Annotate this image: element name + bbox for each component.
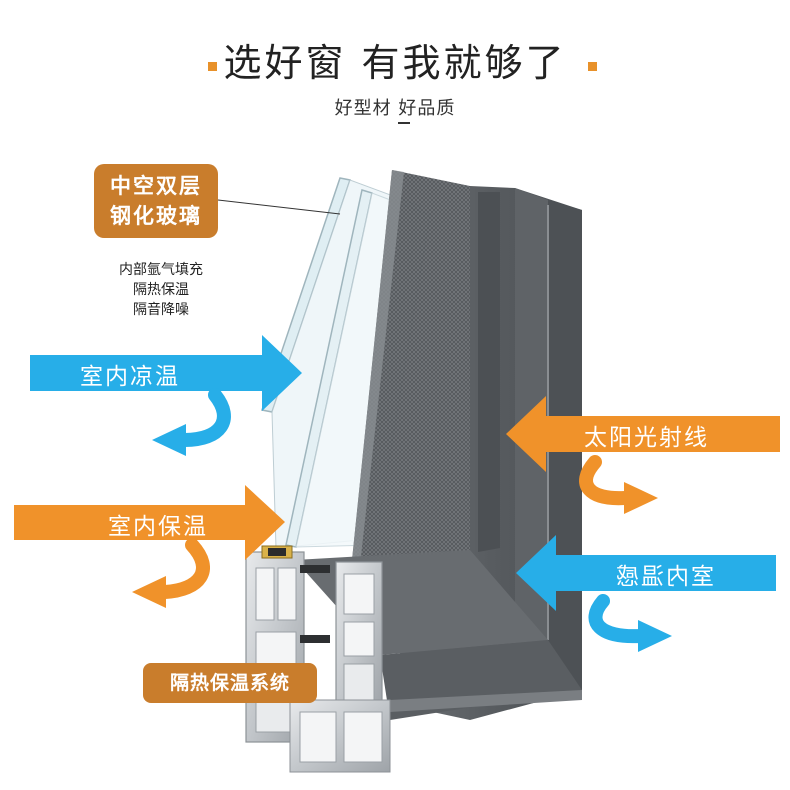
indoor-warm-arrow — [14, 485, 285, 608]
indoor-room-arrow — [516, 535, 776, 652]
indoor-room-label-wrap: 室内温感 — [614, 557, 714, 591]
sun-rays-arrow — [506, 396, 780, 514]
profile-cross-section — [245, 545, 391, 773]
indoor-room-label: 室内温感 — [614, 564, 714, 590]
title-dot-right — [588, 62, 597, 71]
glass-feature-item: 隔音降噪 — [133, 302, 189, 318]
thermal-system-badge: 隔热保温系统 — [143, 663, 317, 703]
page-title: 选好窗 有我就够了 — [223, 41, 567, 85]
sun-rays-label: 太阳光射线 — [584, 425, 709, 451]
indoor-warm-label: 室内保温 — [108, 514, 208, 540]
page-subtitle: 好型材 好品质 — [334, 98, 456, 119]
glass-feature-item: 内部氩气填充 — [119, 262, 203, 278]
glass-badge-line-2: 钢化玻璃 — [110, 204, 202, 228]
glass-feature-list: 内部氩气填充 隔热保温 隔音降噪 — [96, 260, 226, 320]
badge-leader-line — [217, 199, 341, 215]
glass-badge-line-1: 中空双层 — [110, 174, 202, 198]
subtitle-underline — [398, 122, 410, 124]
glass-type-badge: 中空双层 钢化玻璃 — [94, 164, 218, 238]
glass-feature-item: 隔热保温 — [133, 282, 189, 298]
title-dot-left — [208, 62, 217, 71]
screen-mesh — [345, 170, 470, 590]
indoor-cool-arrow — [30, 335, 302, 456]
indoor-cool-label: 室内凉温 — [80, 364, 180, 390]
